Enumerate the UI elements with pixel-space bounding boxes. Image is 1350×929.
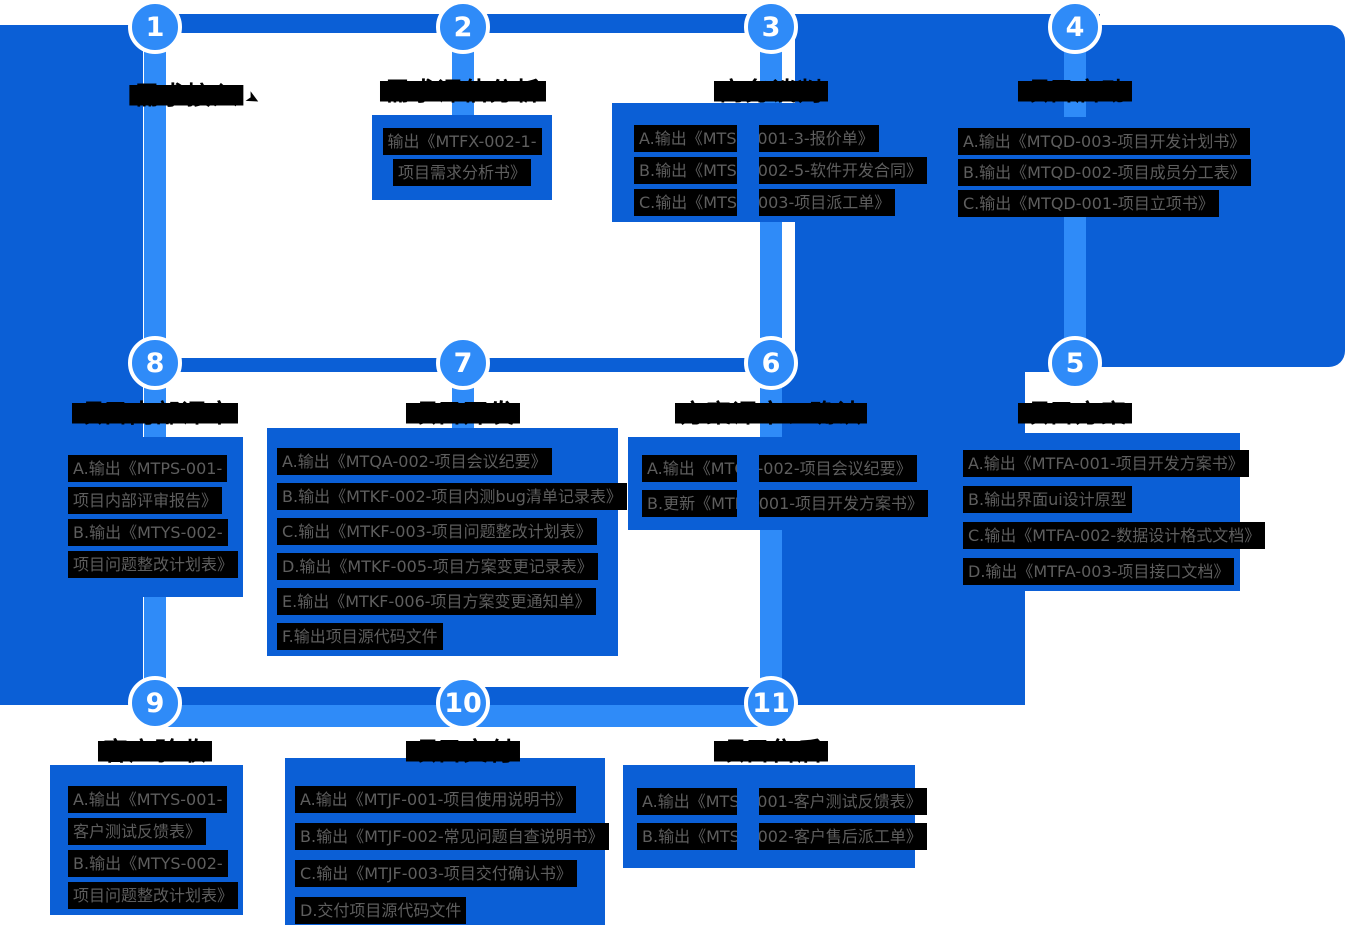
flow-strip — [1064, 212, 1086, 340]
output-item: D.交付项目源代码文件 — [295, 897, 467, 924]
step-circle-4: 4 — [1048, 0, 1102, 54]
output-item: 项目内部评审报告》 — [68, 487, 223, 514]
output-item: 项目问题整改计划表》 — [68, 551, 239, 578]
panel-left — [0, 25, 143, 705]
step-number: 2 — [453, 11, 473, 43]
step-circle-2: 2 — [436, 0, 490, 54]
flow-strip — [760, 222, 782, 338]
output-item: F.输出项目源代码文件 — [277, 623, 443, 650]
flow-strip — [760, 530, 782, 690]
output-item: A.输出《MTSH-001-客户测试反馈表》 — [637, 788, 927, 815]
output-item: A.输出《MTQA-002-项目会议纪要》 — [277, 448, 552, 475]
output-item: 输出《MTFX-002-1- — [382, 128, 542, 155]
output-item: B.输出《MTYS-002- — [68, 850, 228, 877]
step-circle-5: 5 — [1048, 336, 1102, 390]
step-number: 8 — [145, 347, 165, 379]
step-circle-3: 3 — [744, 0, 798, 54]
step-title-8: 项目内部评审 — [71, 394, 239, 430]
step-number: 9 — [145, 687, 165, 719]
output-item: D.输出《MTFA-003-项目接口文档》 — [963, 558, 1235, 585]
step-title-1: 需求接入➤ — [129, 76, 264, 112]
output-item: 项目问题整改计划表》 — [68, 882, 239, 909]
step-circle-11: 11 — [744, 676, 798, 730]
output-item: B.输出《MTJF-002-常见问题自查说明书》 — [295, 823, 609, 850]
output-item: C.输出《MTKF-003-项目问题整改计划表》 — [277, 518, 597, 545]
output-item: B.输出界面ui设计原型 — [963, 486, 1132, 513]
step-circle-8: 8 — [128, 336, 182, 390]
output-item: C.输出《MTSW-003-项目派工单》 — [634, 189, 896, 216]
output-box-step-8: A.输出《MTPS-001- 项目内部评审报告》 B.输出《MTYS-002- … — [50, 437, 243, 597]
step-title-2: 需求评估分析 — [379, 72, 547, 108]
step-number: 7 — [453, 347, 473, 379]
step-number: 10 — [444, 687, 482, 719]
output-item: A.输出《MTJF-001-项目使用说明书》 — [295, 786, 577, 813]
output-item: A.输出《MTQA-002-项目会议纪要》 — [642, 455, 917, 482]
output-item: C.输出《MTFA-002-数据设计格式文档》 — [963, 522, 1266, 549]
output-box-step-6: A.输出《MTQA-002-项目会议纪要》 B.更新《MTFA-001-项目开发… — [628, 437, 929, 530]
step-title-9: 客户验收 — [97, 732, 213, 768]
flow-bar-top — [155, 14, 1100, 33]
cursor-icon: ➤ — [241, 86, 265, 112]
flow-bar-middle — [155, 358, 1080, 372]
step-number: 5 — [1065, 347, 1085, 379]
output-box-step-10: A.输出《MTJF-001-项目使用说明书》 B.输出《MTJF-002-常见问… — [285, 758, 609, 925]
step-title-7: 项目开发 — [405, 394, 521, 430]
step-number: 4 — [1065, 11, 1085, 43]
step-circle-6: 6 — [744, 336, 798, 390]
step-number: 6 — [761, 347, 781, 379]
step-number: 11 — [752, 687, 790, 719]
output-item: D.输出《MTKF-005-项目方案变更记录表》 — [277, 553, 598, 580]
row-gap-stripe — [737, 782, 759, 856]
step-circle-7: 7 — [436, 336, 490, 390]
output-box-step-7: A.输出《MTQA-002-项目会议纪要》 B.输出《MTKF-002-项目内测… — [267, 428, 627, 656]
output-box-step-4: A.输出《MTQD-003-项目开发计划书》 B.输出《MTQD-002-项目成… — [942, 117, 1251, 217]
step-number: 3 — [761, 11, 781, 43]
output-item: A.输出《MTYS-001- — [68, 786, 228, 813]
step-circle-1: 1 — [128, 0, 182, 54]
output-box-step-11: A.输出《MTSH-001-客户测试反馈表》 B.输出《MTSH-002-客户售… — [623, 765, 927, 868]
step-circle-9: 9 — [128, 676, 182, 730]
step-title-11: 项目售后 — [713, 732, 829, 768]
output-item: A.输出《MTQD-003-项目开发计划书》 — [958, 128, 1251, 155]
step-title-4: 项目启动 — [1017, 72, 1133, 108]
output-item: C.输出《MTJF-003-项目交付确认书》 — [295, 860, 577, 887]
output-item: B.输出《MTYS-002- — [68, 519, 228, 546]
row-gap-stripe — [737, 120, 759, 220]
step-circle-10: 10 — [436, 676, 490, 730]
step-number: 1 — [145, 11, 165, 43]
output-box-step-9: A.输出《MTYS-001- 客户测试反馈表》 B.输出《MTYS-002- 项… — [50, 765, 243, 915]
output-item: E.输出《MTKF-006-项目方案变更通知单》 — [277, 588, 596, 615]
output-item: A.输出《MTFA-001-项目开发方案书》 — [963, 450, 1249, 477]
output-item: 项目需求分析书》 — [392, 159, 531, 186]
output-box-step-2: 输出《MTFX-002-1- 项目需求分析书》 — [372, 115, 552, 200]
output-item: B.更新《MTFA-001-项目开发方案书》 — [642, 490, 929, 517]
output-item: B.输出《MTKF-002-项目内测bug清单记录表》 — [277, 483, 627, 510]
step-title-10: 项目交付 — [405, 732, 521, 768]
output-item: B.输出《MTQD-002-项目成员分工表》 — [958, 159, 1251, 186]
output-item: B.输出《MTSH-002-客户售后派工单》 — [637, 823, 927, 850]
step-title-5: 项目方案 — [1017, 394, 1133, 430]
step-title-6: 方案评审、确认 — [674, 394, 868, 430]
output-box-step-5: A.输出《MTFA-001-项目开发方案书》 B.输出界面ui设计原型 C.输出… — [963, 433, 1266, 591]
output-item: A.输出《MTPS-001- — [68, 455, 228, 482]
output-item: B.输出《MTSW-002-5-软件开发合同》 — [634, 157, 928, 184]
step-title-3: 商务谈判 — [713, 72, 829, 108]
output-item: C.输出《MTQD-001-项目立项书》 — [958, 190, 1219, 217]
output-item: 客户测试反馈表》 — [68, 818, 207, 845]
row-gap-stripe — [737, 450, 759, 528]
